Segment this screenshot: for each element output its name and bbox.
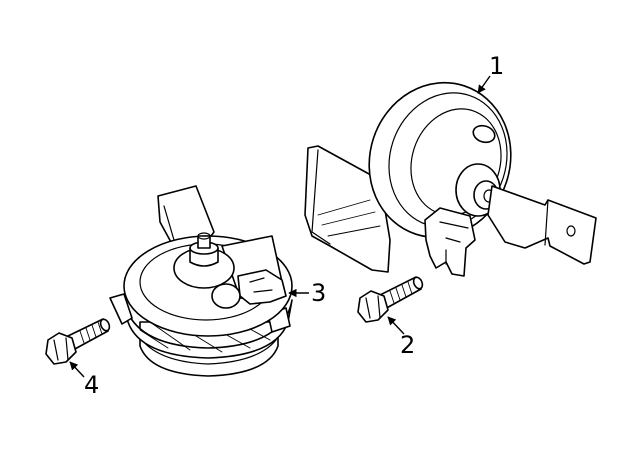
leader-1 bbox=[477, 75, 491, 94]
callout-3: 3 bbox=[311, 279, 326, 307]
bolt-4 bbox=[45, 318, 111, 365]
leader-4 bbox=[69, 361, 85, 378]
leader-lines bbox=[69, 75, 491, 378]
bolt-2 bbox=[357, 276, 424, 323]
callout-1: 1 bbox=[489, 52, 504, 80]
callout-4: 4 bbox=[84, 371, 99, 399]
horn-assembly-1 bbox=[304, 81, 597, 277]
callout-2: 2 bbox=[400, 331, 415, 359]
horn-assembly-3 bbox=[109, 185, 293, 377]
leader-2 bbox=[387, 316, 405, 335]
